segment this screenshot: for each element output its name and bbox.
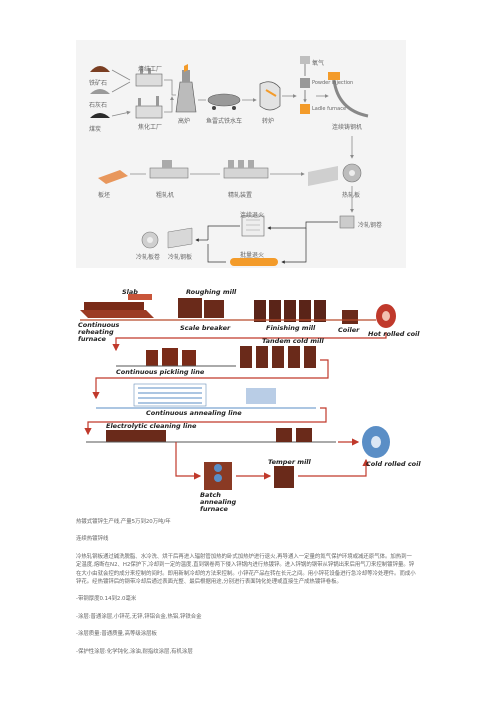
injection-label: Ladle furnace	[312, 106, 347, 112]
cold-coil-label: Cold rolled coil	[366, 460, 421, 468]
tandem-label: Tandem cold mill	[262, 337, 324, 345]
plant-label: 烧结工厂	[138, 66, 163, 73]
reheating-furnace-icon	[80, 302, 154, 318]
rolling-label: 热轧板	[342, 192, 361, 199]
cold-rolled-products-icon	[141, 227, 193, 249]
cold-label: 批量退火	[240, 252, 265, 259]
scale-breaker-label: Scale breaker	[180, 324, 231, 332]
torpedo-car-icon	[207, 93, 241, 110]
annealing-label: Continuous annealing line	[146, 409, 242, 417]
coiler-icon	[342, 310, 358, 324]
cold-label: 冷轧板卷	[136, 254, 161, 261]
raw-material-label: 铁矿石	[89, 80, 108, 87]
batch-annealing-icon	[230, 258, 278, 266]
process-paragraph: 冷热轧钢板通过碱洗脱脂、水冷洗、烘干后再进入辐射管加热的卧式加热炉进行退火,再导…	[76, 553, 416, 586]
line-name: 连续热镀锌线	[76, 536, 109, 543]
slab-icon	[98, 170, 128, 184]
steelmaking-process-diagram: 铁矿石 石灰石 煤炭 烧结工厂 焦化工厂 高炉 鱼雷式铁水车 转炉 连续铸钢机 …	[76, 40, 406, 268]
roughing-label: Roughing mill	[186, 288, 237, 296]
coiler-label: Coiler	[338, 326, 360, 334]
pickling-line-icon	[116, 348, 236, 367]
slab-icon	[128, 294, 152, 300]
coke-plant-icon	[135, 96, 163, 119]
production-line-title: 热镀式镀锌生产线,产量5万到20万吨/年	[76, 519, 171, 525]
slab-label: Slab	[122, 288, 138, 296]
converter-icon	[259, 81, 281, 111]
raw-material-label: 煤炭	[89, 126, 102, 133]
rolling-label: 精轧装置	[228, 192, 253, 199]
finishing-label: Finishing mill	[266, 324, 316, 332]
spec-protection: -保护性涂层:化学钝化,涂油,耐指纹涂层,有机涂层	[76, 648, 193, 655]
rolling-label: 板坯	[98, 192, 111, 199]
finishing-mill-icon	[223, 160, 269, 179]
continuous-caster-icon	[328, 72, 369, 118]
cold-coil-icon	[362, 426, 390, 458]
steelmaking-flow-graphic	[90, 56, 369, 266]
batch-annealing-furnace-icon	[204, 462, 232, 490]
cleaning-line-icon	[86, 428, 336, 443]
stage-label: 高炉	[178, 118, 191, 125]
batch-label: Batch annealing furnace	[200, 491, 237, 513]
blast-furnace-icon	[175, 64, 197, 113]
rolling-line-graphic	[80, 294, 396, 490]
hot-rolled-coil-icon	[308, 163, 362, 186]
plant-label: 焦化工厂	[138, 124, 163, 131]
stage-label: 鱼雷式铁水车	[206, 118, 243, 125]
finishing-mill-icon	[254, 300, 326, 322]
tandem-mill-icon	[240, 346, 316, 368]
stage-label: 连续铸钢机	[332, 124, 363, 131]
cold-label: 冷轧钢卷	[358, 222, 383, 229]
continuous-annealing-icon	[241, 215, 265, 237]
temper-mill-icon	[274, 466, 294, 488]
spec-coating: -涂层:普通涂层,小锌花,无锌,锌铝合金,热铝,锌铁合金	[76, 613, 202, 620]
roughing-mill-icon	[149, 160, 189, 179]
description-text: 热镀式镀锌生产线,产量5万到20万吨/年 连续热镀锌线 冷热轧钢板通过碱洗脱脂、…	[76, 518, 416, 665]
cleaning-label: Electrolytic cleaning line	[106, 422, 197, 430]
cold-label: 连续退火	[240, 212, 265, 219]
hot-coil-label: Hot rolled coil	[368, 330, 420, 338]
furnace-label: Continuous reheating furnace	[78, 321, 120, 343]
stage-label: 转炉	[262, 118, 275, 125]
cold-rolling-mill-icon	[339, 215, 355, 229]
raw-material-label: 石灰石	[89, 102, 108, 109]
pickling-label: Continuous pickling line	[116, 368, 205, 376]
rolling-label: 粗轧机	[156, 192, 175, 199]
injection-stack	[300, 56, 310, 114]
injection-label: Powder injection	[312, 80, 354, 86]
hot-coil-icon	[376, 304, 396, 328]
spec-quality: -涂层质量:普通质量,高等级涂层板	[76, 631, 157, 638]
rolling-line-diagram: Slab Continuous reheating furnace Roughi…	[76, 288, 421, 513]
roughing-mill-icon	[178, 298, 224, 318]
annealing-line-icon	[96, 383, 316, 409]
injection-label: 氧气	[312, 60, 325, 67]
temper-label: Temper mill	[268, 458, 311, 466]
sintering-plant-icon	[135, 66, 163, 87]
spec-thickness: -带钢厚度0.14到2.0毫米	[76, 596, 137, 603]
raw-material-piles	[90, 66, 110, 118]
cold-label: 冷轧钢板	[168, 254, 193, 261]
